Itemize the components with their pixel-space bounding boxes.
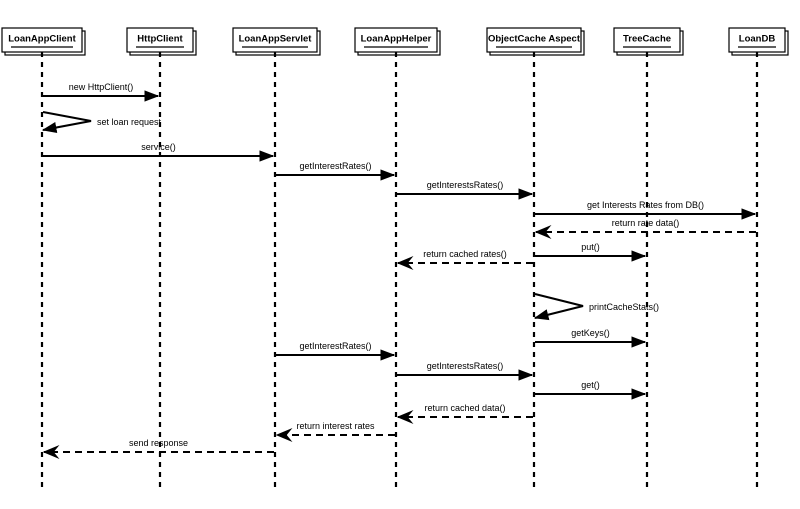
lifeline-label-servlet: LoanAppServlet — [239, 34, 313, 45]
message-label: getInterestsRates() — [427, 361, 504, 371]
lifeline-label-http: HttpClient — [137, 34, 183, 45]
message-m8[interactable]: put() — [535, 242, 647, 262]
message-label: return rate data() — [612, 218, 680, 228]
lifeline-label-helper: LoanAppHelper — [361, 34, 432, 45]
message-m11[interactable]: getKeys() — [535, 328, 647, 348]
lifeline-box-client[interactable] — [1, 27, 83, 53]
message-m14[interactable]: get() — [535, 380, 647, 400]
message-m2[interactable]: set loan request — [41, 110, 162, 133]
lifeline-client[interactable]: LoanAppClient — [1, 27, 86, 492]
self-call-loop — [41, 110, 92, 133]
message-label: service() — [141, 142, 176, 152]
message-label: get() — [581, 380, 600, 390]
message-m5[interactable]: getInterestsRates() — [397, 180, 534, 200]
lifeline-tree[interactable]: TreeCache — [613, 27, 684, 492]
lifeline-box-helper[interactable] — [354, 27, 438, 53]
message-m16[interactable]: return interest rates — [275, 421, 395, 443]
lifeline-db[interactable]: LoanDB — [728, 27, 789, 492]
messages-layer: new HttpClient() set loan request service(… — [41, 82, 757, 460]
lifeline-label-cache: ObjectCache Aspect — [488, 34, 581, 45]
lifeline-box-tree[interactable] — [613, 27, 681, 53]
self-call-loop — [533, 292, 584, 321]
message-label: set loan request — [97, 117, 162, 127]
lifeline-cache[interactable]: ObjectCache Aspect — [486, 27, 585, 492]
message-m4[interactable]: getInterestRates() — [276, 161, 396, 181]
lifeline-label-tree: TreeCache — [623, 34, 671, 45]
message-m13[interactable]: getInterestsRates() — [397, 361, 534, 381]
lifeline-box-http[interactable] — [126, 27, 194, 53]
message-m15[interactable]: return cached data() — [396, 403, 533, 425]
message-label: printCacheStats() — [589, 302, 659, 312]
lifeline-label-db: LoanDB — [739, 34, 776, 45]
lifeline-http[interactable]: HttpClient — [126, 27, 197, 492]
lifeline-servlet[interactable]: LoanAppServlet — [232, 27, 321, 492]
message-m17[interactable]: send response — [42, 438, 274, 460]
message-label: return cached data() — [424, 403, 505, 413]
message-m10[interactable]: printCacheStats() — [533, 292, 659, 321]
message-m9[interactable]: return cached rates() — [396, 249, 533, 271]
message-label: put() — [581, 242, 600, 252]
message-m6[interactable]: get Interests Rates from DB() — [535, 200, 757, 220]
message-label: return interest rates — [296, 421, 375, 431]
lifeline-box-servlet[interactable] — [232, 27, 318, 53]
message-m7[interactable]: return rate data() — [534, 218, 756, 240]
message-label: getInterestRates() — [299, 341, 371, 351]
message-label: new HttpClient() — [69, 82, 134, 92]
message-label: getInterestsRates() — [427, 180, 504, 190]
lifeline-label-client: LoanAppClient — [8, 34, 76, 45]
message-label: getInterestRates() — [299, 161, 371, 171]
message-label: getKeys() — [571, 328, 610, 338]
message-m3[interactable]: service() — [43, 142, 275, 162]
message-label: get Interests Rates from DB() — [587, 200, 704, 210]
lifelines-layer: LoanAppClient HttpClient LoanAppServlet Loa… — [1, 27, 789, 492]
message-label: send response — [129, 438, 188, 448]
message-m12[interactable]: getInterestRates() — [276, 341, 396, 361]
message-label: return cached rates() — [423, 249, 507, 259]
message-m1[interactable]: new HttpClient() — [43, 82, 160, 102]
lifeline-helper[interactable]: LoanAppHelper — [354, 27, 441, 492]
